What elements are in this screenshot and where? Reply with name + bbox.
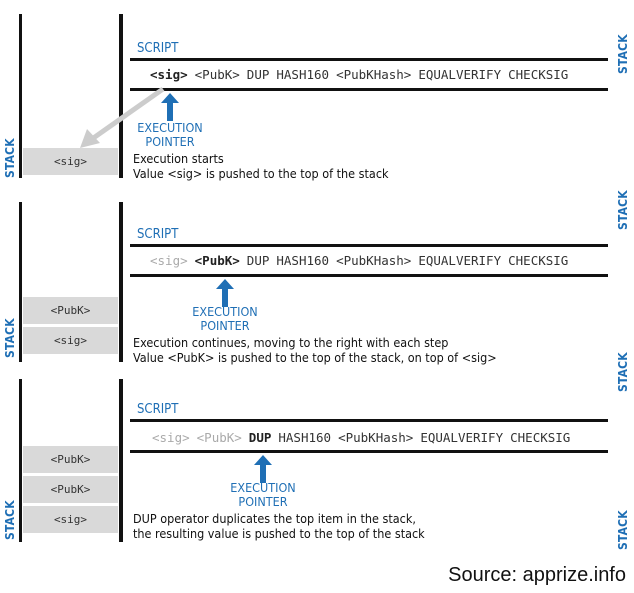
stack-cell: <PubK> — [23, 446, 118, 473]
push-arrow — [80, 86, 165, 148]
script-token: CHECKSIG — [508, 253, 569, 268]
execution-pointer-arrow — [161, 93, 179, 121]
stack-right-border — [119, 14, 123, 178]
desc-line-1: Execution starts — [133, 151, 224, 166]
stack-label-right: STACK — [616, 34, 630, 74]
stack-left-border — [19, 202, 22, 362]
desc-line-1: DUP operator duplicates the top item in … — [133, 511, 416, 526]
stack-label-left: STACK — [3, 138, 17, 178]
stack-cell: <PubK> — [23, 476, 118, 503]
execution-pointer-label: EXECUTION POINTER — [130, 121, 210, 149]
script-token: <sig> — [150, 67, 188, 82]
exec-label-line2: POINTER — [145, 134, 195, 149]
script-rule-top — [130, 58, 608, 61]
script-token: <PubKHash> — [338, 430, 414, 445]
exec-label-line1: EXECUTION — [192, 304, 258, 319]
script-token: DUP — [246, 67, 270, 82]
stack-left-border — [19, 379, 22, 542]
script-tokens: <sig> <PubK> DUP HASH160 <PubKHash> EQUALVERI… — [150, 67, 575, 82]
step-description: DUP operator duplicates the top item in … — [133, 511, 425, 541]
source-caption: Source: apprize.info — [448, 564, 626, 586]
script-title: SCRIPT — [137, 402, 179, 417]
script-token: <PubKHash> — [336, 253, 412, 268]
script-token: HASH160 — [278, 430, 332, 445]
execution-pointer-label: EXECUTION POINTER — [223, 481, 303, 509]
step-description: Execution starts Value <sig> is pushed t… — [133, 151, 389, 181]
script-token: <sig> — [152, 430, 190, 445]
stack-right-border — [119, 202, 123, 362]
stack-cell: <sig> — [23, 148, 118, 175]
script-token: EQUALVERIFY — [418, 67, 502, 82]
script-token: EQUALVERIFY — [420, 430, 504, 445]
script-rule-bottom — [130, 88, 608, 91]
exec-label-line1: EXECUTION — [137, 120, 203, 135]
step-description: Execution continues, moving to the right… — [133, 335, 497, 365]
script-tokens: <sig> <PubK> DUP HASH160 <PubKHash> EQUALVERI… — [152, 430, 577, 445]
exec-label-line2: POINTER — [238, 494, 288, 509]
script-token: CHECKSIG — [510, 430, 571, 445]
stack-label-right: STACK — [616, 352, 630, 392]
desc-line-2: Value <sig> is pushed to the top of the … — [133, 166, 389, 181]
exec-label-line2: POINTER — [200, 318, 250, 333]
script-token: DUP — [246, 253, 270, 268]
desc-line-2: Value <PubK> is pushed to the top of the… — [133, 350, 497, 365]
exec-label-line1: EXECUTION — [230, 480, 296, 495]
stack-label-left: STACK — [3, 500, 17, 540]
desc-line-2: the resulting value is pushed to the top… — [133, 526, 425, 541]
stack-cell: <sig> — [23, 327, 118, 354]
execution-pointer-label: EXECUTION POINTER — [185, 305, 265, 333]
script-rule-bottom — [130, 274, 608, 277]
stack-right-border — [119, 379, 123, 542]
script-title: SCRIPT — [137, 41, 179, 56]
execution-pointer-arrow — [254, 455, 272, 483]
desc-line-1: Execution continues, moving to the right… — [133, 335, 449, 350]
script-token: <PubK> — [194, 67, 240, 82]
script-rule-top — [130, 244, 608, 247]
execution-pointer-arrow — [216, 279, 234, 307]
script-token: <PubKHash> — [336, 67, 412, 82]
stack-cell: <PubK> — [23, 297, 118, 324]
script-tokens: <sig> <PubK> DUP HASH160 <PubKHash> EQUALVERI… — [150, 253, 575, 268]
script-token: <PubK> — [194, 253, 240, 268]
script-token: CHECKSIG — [508, 67, 569, 82]
stack-label-right-bottom: STACK — [616, 510, 630, 550]
stack-label-left: STACK — [3, 318, 17, 358]
script-rule-bottom — [130, 450, 608, 453]
script-token: DUP — [248, 430, 272, 445]
script-title: SCRIPT — [137, 227, 179, 242]
stack-left-border — [19, 14, 22, 178]
script-token: EQUALVERIFY — [418, 253, 502, 268]
script-token: HASH160 — [276, 253, 330, 268]
stack-cell: <sig> — [23, 506, 118, 533]
stack-label-right: STACK — [616, 190, 630, 230]
script-token: HASH160 — [276, 67, 330, 82]
script-rule-top — [130, 419, 608, 422]
script-token: <sig> — [150, 253, 188, 268]
script-token: <PubK> — [196, 430, 242, 445]
